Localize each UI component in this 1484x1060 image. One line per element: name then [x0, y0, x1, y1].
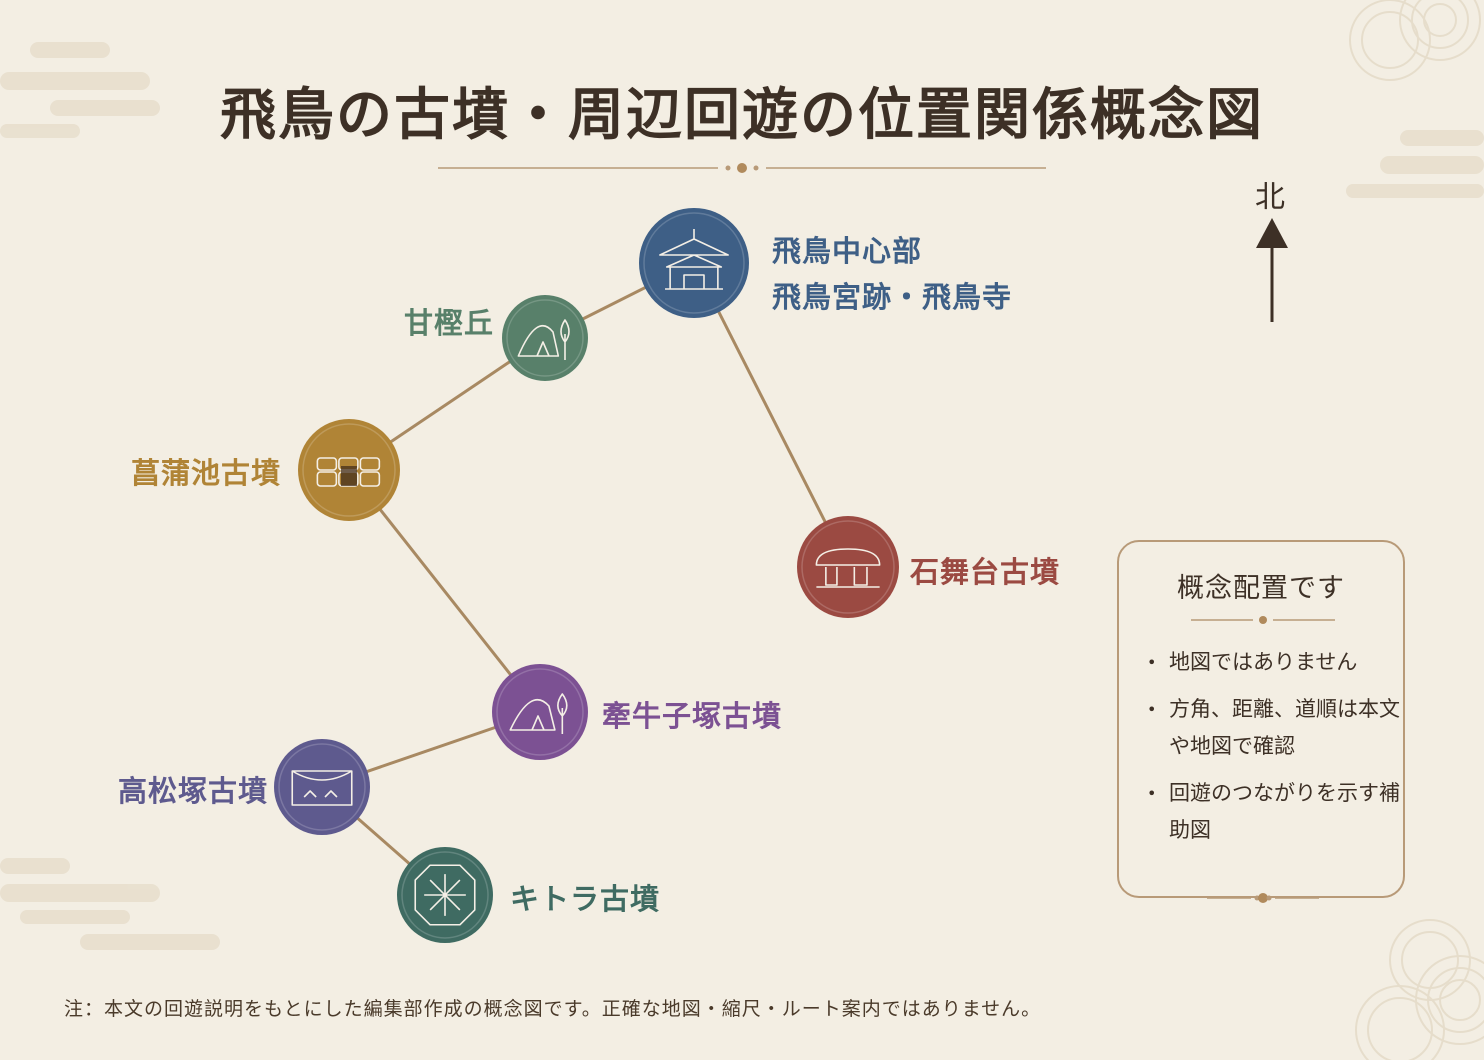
- node-kengoshi: [492, 664, 588, 760]
- footnote: 注：本文の回遊説明をもとにした編集部作成の概念図です。正確な地図・縮尺・ルート案…: [64, 998, 1042, 1020]
- dolmen-icon: [815, 548, 881, 588]
- node-label-takamatsu: 高松塚古墳: [118, 768, 268, 810]
- page-title: 飛鳥の古墳・周辺回遊の位置関係概念図: [220, 82, 1264, 148]
- node-label-kitora: キトラ古墳: [510, 876, 660, 918]
- north-label: 北: [1255, 180, 1285, 215]
- node-amakashi: [502, 295, 588, 381]
- node-circle-asuka: [639, 208, 749, 318]
- node-label-line: 菖蒲池古墳: [131, 456, 282, 490]
- route-line-shobu-kengoshi: [347, 469, 542, 713]
- title-divider: [438, 163, 1046, 173]
- node-label-line: 飛鳥中心部: [772, 234, 923, 268]
- legend-ornament: [1207, 893, 1319, 903]
- route-line-asuka-ishibutai: [692, 262, 850, 568]
- legend-list: 地図ではありません 方角、距離、道順は本文や地図で確認 回遊のつながりを示す補助…: [1141, 644, 1401, 859]
- node-label-ishibutai: 石舞台古墳: [910, 549, 1060, 591]
- pagoda-icon: [659, 229, 729, 290]
- node-label-line: 石舞台古墳: [910, 555, 1061, 589]
- node-takamatsu: [274, 739, 370, 835]
- hill-icon: [517, 319, 570, 360]
- node-circle-kengoshi: [492, 664, 588, 760]
- node-circle-ishibutai: [797, 516, 899, 618]
- legend-item: 方角、距離、道順は本文や地図で確認: [1141, 691, 1401, 765]
- node-shobu: [298, 419, 400, 521]
- node-label-line: 高松塚古墳: [118, 774, 269, 808]
- node-kitora: [397, 847, 493, 943]
- wave-pattern: [1349, 0, 1484, 1060]
- node-circle-takamatsu: [274, 739, 370, 835]
- node-label-line: キトラ古墳: [510, 882, 661, 916]
- node-label-kengoshi: 牽牛子塚古墳: [602, 693, 782, 735]
- cloud-pattern-right: [1346, 130, 1484, 198]
- node-label-shobu: 菖蒲池古墳: [131, 450, 281, 492]
- cloud-pattern-bottom-left: [0, 858, 220, 950]
- legend-box: 概念配置です 地図ではありません 方角、距離、道順は本文や地図で確認 回遊のつな…: [1117, 540, 1405, 903]
- node-circle-amakashi: [502, 295, 588, 381]
- legend-divider: [1191, 616, 1335, 624]
- legend-item: 回遊のつながりを示す補助図: [1141, 775, 1401, 849]
- star-chart-icon: [414, 864, 476, 926]
- north-arrow: [1256, 218, 1288, 322]
- legend-title: 概念配置です: [1177, 573, 1345, 604]
- legend-item: 地図ではありません: [1141, 644, 1401, 681]
- node-label-line: 飛鳥宮跡・飛鳥寺: [772, 280, 1013, 314]
- stone-chamber-icon: [316, 457, 381, 487]
- cloud-pattern-top-left: [0, 42, 160, 138]
- node-asuka: [639, 208, 749, 318]
- mound-tree-icon: [509, 693, 568, 734]
- node-label-asuka: 飛鳥中心部飛鳥宮跡・飛鳥寺: [772, 228, 1012, 320]
- node-ishibutai: [797, 516, 899, 618]
- node-label-amakashi: 甘樫丘: [404, 300, 494, 342]
- route-lines: [321, 261, 850, 897]
- node-label-line: 牽牛子塚古墳: [602, 699, 783, 733]
- node-label-line: 甘樫丘: [404, 306, 495, 340]
- spot-nodes: [274, 208, 899, 943]
- mural-icon: [291, 770, 353, 806]
